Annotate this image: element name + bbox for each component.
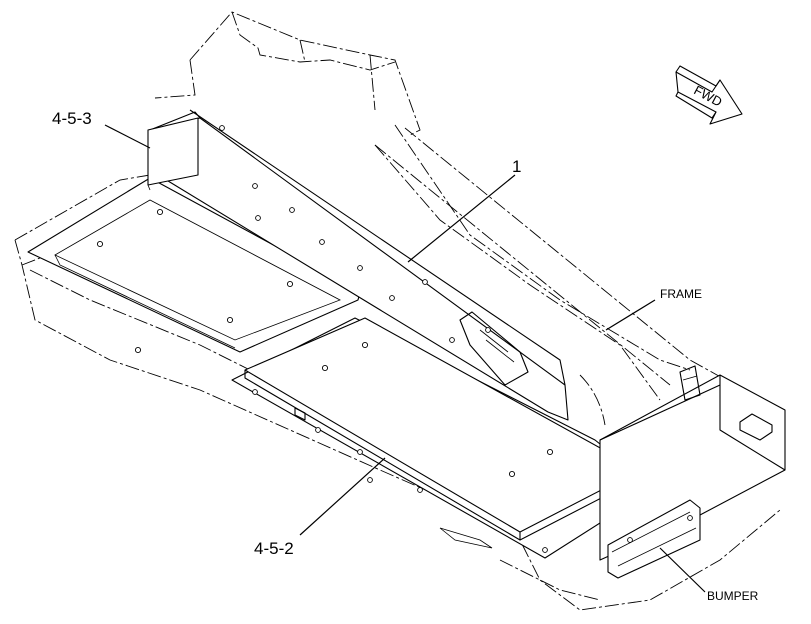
frame-label: FRAME [660, 287, 702, 301]
callout-4-5-2: 4-5-2 [254, 539, 294, 558]
bumper-assembly [599, 365, 786, 579]
step-plate-4-5-2 [231, 317, 656, 559]
callout-4-5-3: 4-5-3 [52, 109, 92, 128]
bumper-label: BUMPER [707, 589, 759, 603]
frame-rail [374, 127, 781, 411]
leader-lines [104, 124, 706, 593]
callout-1: 1 [512, 157, 521, 176]
corner-block-4-5-3 [147, 117, 199, 191]
left-floor-plate [27, 177, 361, 354]
forward-arrow-icon: FWD [675, 65, 743, 125]
